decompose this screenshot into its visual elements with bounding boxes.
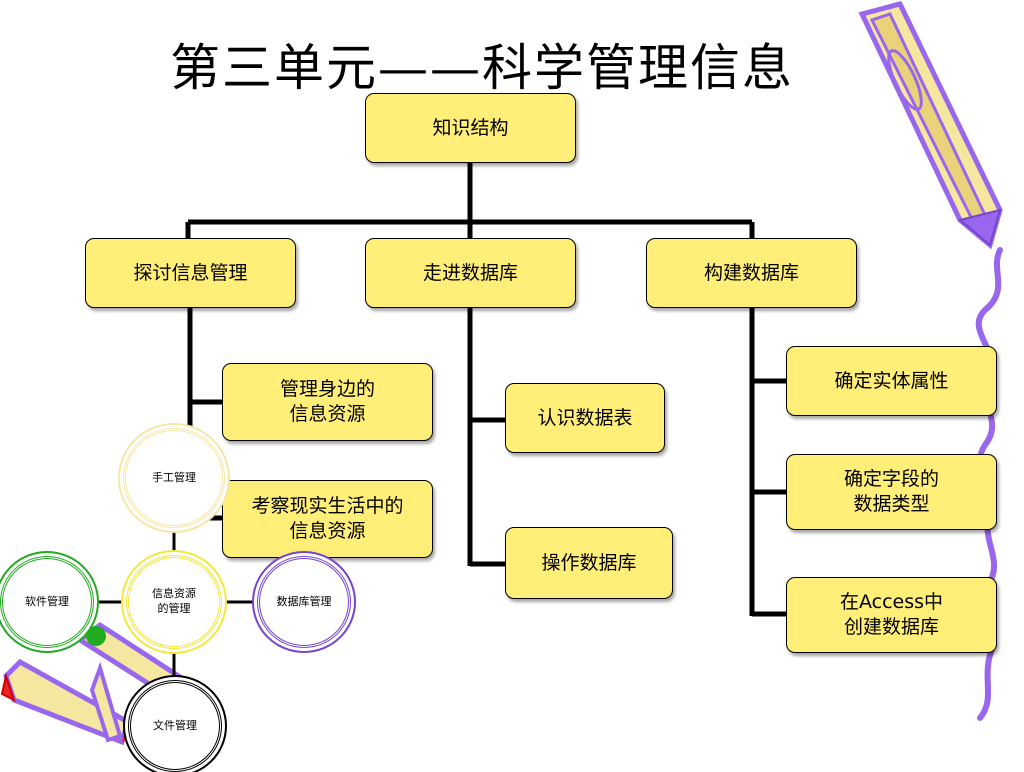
- branch-node-database-intro: 走进数据库: [365, 238, 576, 308]
- root-node: 知识结构: [365, 93, 576, 163]
- leaf-node-field-types: 确定字段的 数据类型: [786, 454, 997, 530]
- leaf-node-data-table: 认识数据表: [505, 383, 665, 453]
- pencil-icon: [858, 1, 1003, 250]
- leaf-node-operate-db: 操作数据库: [505, 527, 673, 599]
- circle-file-management: 文件管理: [128, 680, 222, 772]
- leaf-node-access-db: 在Access中 创建数据库: [786, 577, 997, 653]
- leaf-node-real-life-info: 考察现实生活中的 信息资源: [222, 480, 433, 558]
- leaf-node-entity-attributes: 确定实体属性: [786, 346, 997, 416]
- circle-software-management: 软件管理: [0, 556, 94, 648]
- branch-node-info-management: 探讨信息管理: [85, 238, 296, 308]
- leaf-node-local-info: 管理身边的 信息资源: [222, 363, 433, 441]
- circle-manual-management: 手工管理: [123, 428, 225, 528]
- branch-node-build-database: 构建数据库: [646, 238, 857, 308]
- page-title: 第三单元——科学管理信息: [170, 39, 794, 97]
- circle-database-management: 数据库管理: [257, 556, 351, 648]
- circle-info-resource-management: 信息资源 的管理: [126, 555, 222, 649]
- green-dot: [86, 626, 106, 646]
